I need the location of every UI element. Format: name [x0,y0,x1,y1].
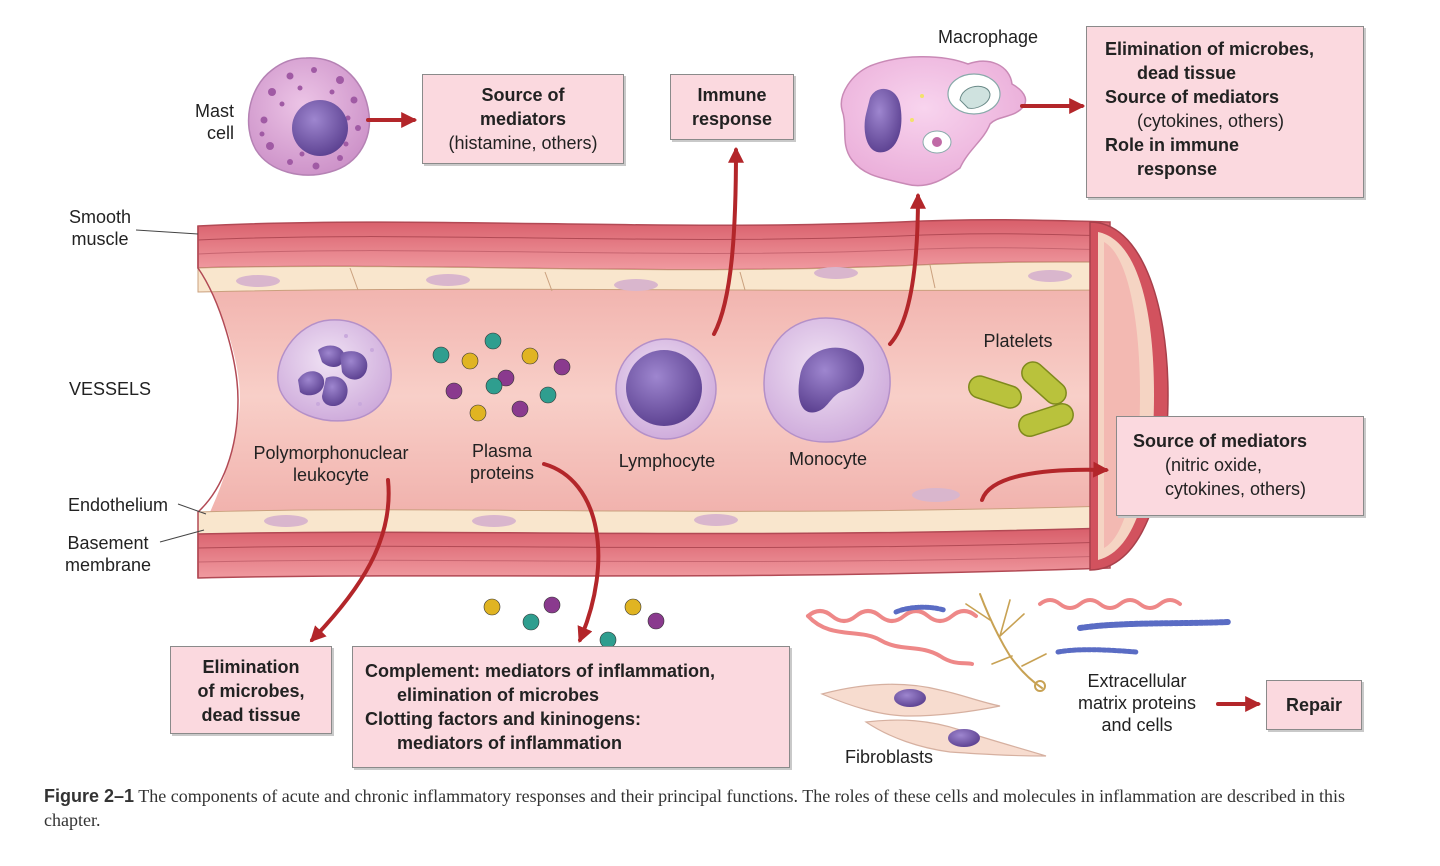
box-complement: Complement: mediators of inflammation, e… [352,646,790,768]
arrow-monocyte-to-macrophage [888,192,926,346]
label-plasma-proteins: Plasma proteins [450,440,554,484]
label-macrophage: Macrophage [937,27,1039,47]
label-endothelium: Endothelium [67,495,169,515]
arrow-lymphocyte-to-immune [712,146,744,336]
box-immune-line1: Immune [697,85,767,105]
box-immune-line2: response [691,109,773,129]
box-mast-title-line1: Source of [481,85,565,105]
label-plasma-proteins-line2: proteins [469,463,535,483]
box-endo-title: Source of mediators [1133,431,1308,451]
arrow-pmn-to-elimination [309,478,391,643]
box-mac-line1: Elimination of microbes, [1105,39,1315,59]
arrow-endothelium-to-mediators [980,461,1110,502]
label-pmn-line2: leukocyte [292,465,370,485]
box-pmn-line1: Elimination [202,657,300,677]
label-basement-membrane: Basement membrane [50,532,166,576]
box-pmn-elimination: Elimination of microbes, dead tissue [170,646,332,734]
polymorphonuclear-leukocyte-cell [277,319,392,422]
mast-cell [247,57,370,176]
label-mast-cell: Mast cell [176,100,234,144]
box-complement-line4: mediators of inflammation [397,733,623,753]
label-smooth-muscle: Smooth muscle [52,206,148,250]
label-lymphocyte: Lymphocyte [618,451,716,471]
label-mast-cell-line2: cell [206,123,234,143]
label-plasma-proteins-line1: Plasma [471,441,533,461]
box-complement-line3: Clotting factors and kininogens: [365,709,642,729]
box-complement-line1: Complement: mediators of inflammation, [365,661,716,681]
box-immune-response: Immune response [670,74,794,140]
label-extracellular-matrix: Extracellular matrix proteins and cells [1060,670,1214,736]
lymphocyte-cell [615,338,717,440]
box-repair-label: Repair [1285,695,1343,715]
label-mast-cell-line1: Mast [194,101,234,121]
box-pmn-line2: of microbes, [197,681,305,701]
vessel-wall-top [197,218,1111,271]
label-platelets: Platelets [983,331,1053,351]
label-ecm-line1: Extracellular [1087,671,1187,691]
box-endo-line1: (nitric oxide, [1165,455,1263,475]
box-mac-line4: (cytokines, others) [1137,111,1285,131]
label-vessels: VESSELS [68,379,152,399]
label-pmn-line1: Polymorphonuclear [253,443,409,463]
label-fibroblasts: Fibroblasts [844,747,934,767]
box-endothelium-mediators: Source of mediators (nitric oxide, cytok… [1116,416,1364,516]
box-endo-line2: cytokines, others) [1165,479,1307,499]
vessel-wall-bottom [197,527,1111,579]
plasma-protein-particles [432,332,571,422]
extravasated-protein-particles [483,596,665,649]
platelets [968,361,1074,438]
label-polymorphonuclear-leukocyte: Polymorphonuclear leukocyte [228,442,434,486]
arrow-plasma-to-complement [542,462,601,643]
box-repair: Repair [1266,680,1362,730]
figure-caption-text: The components of acute and chronic infl… [44,786,1346,830]
figure-number: Figure 2–1 [44,786,135,806]
label-monocyte: Monocyte [788,449,868,469]
macrophage-cell [840,55,1027,187]
monocyte-cell [763,317,891,443]
label-basement-membrane-line1: Basement [67,533,149,553]
figure-caption: Figure 2–1 The components of acute and c… [44,784,1404,832]
box-mac-line5: Role in immune [1105,135,1240,155]
box-pmn-line3: dead tissue [201,705,301,725]
fibroblast-cells [820,683,1047,757]
box-mac-line3: Source of mediators [1105,87,1280,107]
label-smooth-muscle-line2: muscle [71,229,129,249]
label-basement-membrane-line2: membrane [64,555,152,575]
label-smooth-muscle-line1: Smooth [68,207,132,227]
box-mast-title-line2: mediators [479,109,567,129]
box-macrophage-roles: Elimination of microbes, dead tissue Sou… [1086,26,1364,198]
box-mast-mediators: Source of mediators (histamine, others) [422,74,624,164]
label-ecm-line2: matrix proteins [1077,693,1197,713]
box-mac-line6: response [1137,159,1218,179]
box-mast-note: (histamine, others) [448,133,598,153]
endothelium-top [197,261,1111,293]
box-complement-line2: elimination of microbes [397,685,600,705]
extracellular-matrix-fibers [806,593,1231,692]
label-ecm-line3: and cells [1101,715,1173,735]
arrows [309,98,1262,712]
leader-lines [135,229,207,543]
box-mac-line2: dead tissue [1137,63,1237,83]
